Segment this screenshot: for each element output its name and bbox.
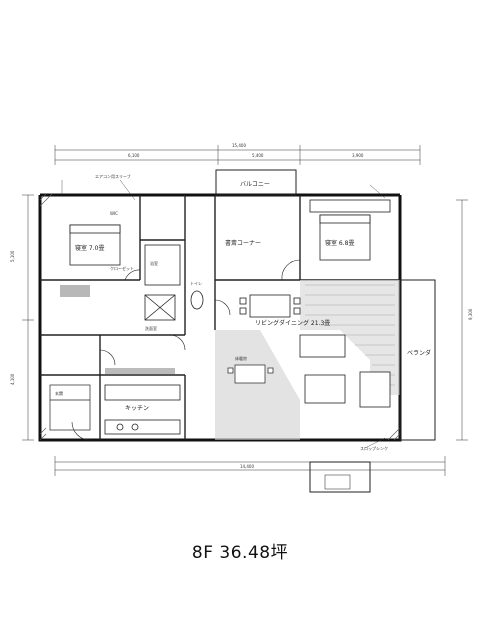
bottom-balcony-inner bbox=[324, 474, 351, 490]
kitchen-counter bbox=[104, 384, 181, 435]
dimension-lines bbox=[22, 145, 468, 476]
note-floor-heating: 床暖房 bbox=[235, 355, 247, 361]
closet-label: クローゼット bbox=[110, 265, 134, 271]
entrance-label: 玄関 bbox=[55, 390, 63, 396]
bed-bedroom2 bbox=[319, 214, 371, 261]
kitchen-strip bbox=[105, 368, 175, 374]
dim-top-b: 5,400 bbox=[252, 153, 264, 158]
bath-fixtures bbox=[144, 244, 204, 321]
dim-bottom-total: 14,400 bbox=[240, 464, 254, 469]
bedroom1-label: 寝室 7.0畳 bbox=[75, 244, 104, 252]
floor-hatching bbox=[305, 284, 395, 386]
bottom-balcony bbox=[309, 461, 371, 493]
living-table bbox=[299, 334, 346, 358]
washroom-label: 洗面室 bbox=[145, 325, 157, 331]
living-label: リビングダイニング 21.3畳 bbox=[255, 319, 330, 327]
dim-top-a: 6,100 bbox=[128, 153, 140, 158]
toilet-label: トイレ bbox=[190, 281, 202, 286]
balcony-top bbox=[215, 169, 297, 196]
door-swings bbox=[71, 259, 301, 441]
sofa bbox=[304, 371, 391, 408]
study-label: 書斎コーナー bbox=[225, 239, 261, 247]
hall-strip bbox=[60, 285, 90, 297]
leader-lines bbox=[61, 179, 386, 449]
dining-set bbox=[239, 294, 301, 318]
dim-right-a: 9,300 bbox=[468, 308, 473, 320]
dim-left-a: 5,100 bbox=[10, 250, 15, 262]
bath-label: 浴室 bbox=[150, 260, 158, 266]
bed-bedroom1 bbox=[69, 224, 121, 266]
veranda-right bbox=[399, 279, 436, 441]
living-floor-pattern bbox=[300, 280, 400, 395]
kitchen-label: キッチン bbox=[125, 405, 149, 412]
entrance-area bbox=[49, 384, 91, 431]
dim-top-c: 3,900 bbox=[352, 153, 364, 158]
dim-top-total: 15,400 bbox=[232, 143, 246, 148]
note-sleeve: エアコン用スリーブ bbox=[95, 173, 131, 179]
lower-dining-chairs bbox=[227, 364, 274, 384]
wic-label: WIC bbox=[110, 211, 118, 216]
note-sink: スロップシンク bbox=[360, 445, 388, 451]
veranda-right-label: ベランダ bbox=[407, 349, 431, 357]
dim-left-b: 4,100 bbox=[10, 373, 15, 385]
floor-area-caption: 8F 36.48坪 bbox=[191, 543, 289, 563]
wall-hatch bbox=[39, 193, 401, 441]
balcony-top-label: バルコニー bbox=[240, 181, 270, 188]
bedroom2-label: 寝室 6.8畳 bbox=[325, 239, 354, 247]
closet-bedroom2 bbox=[309, 199, 391, 213]
living-floor-pattern-2 bbox=[215, 330, 300, 440]
